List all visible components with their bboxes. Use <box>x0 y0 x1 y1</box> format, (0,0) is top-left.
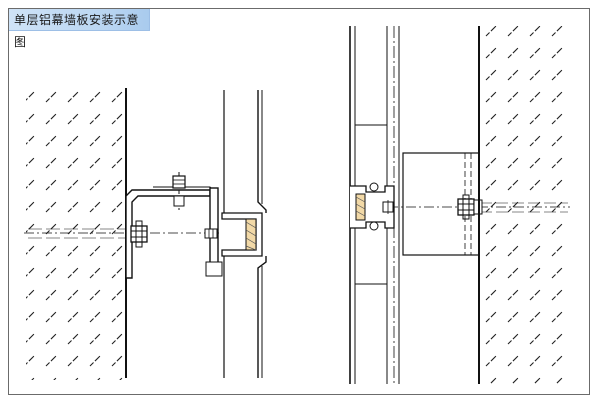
panel-outer-skin-bottom <box>257 256 267 378</box>
right-clip-screw-icon <box>369 182 394 231</box>
panel-outer-skin-top <box>257 90 267 213</box>
right-wall-hatch <box>480 26 572 384</box>
left-wall-hatch <box>26 90 126 380</box>
sealant-joint <box>245 218 257 251</box>
wall-anchor-bolt-icon <box>130 220 148 248</box>
right-detail <box>349 26 572 384</box>
panel-screw-icon <box>204 228 218 239</box>
drawing-title: 单层铝幕墙板安装示意图 <box>9 9 150 49</box>
bracket-bolt-icon <box>172 172 186 210</box>
l-angle-bracket <box>125 189 211 279</box>
left-detail <box>24 88 267 380</box>
right-sealant <box>355 193 366 221</box>
panel-channel <box>221 212 263 257</box>
